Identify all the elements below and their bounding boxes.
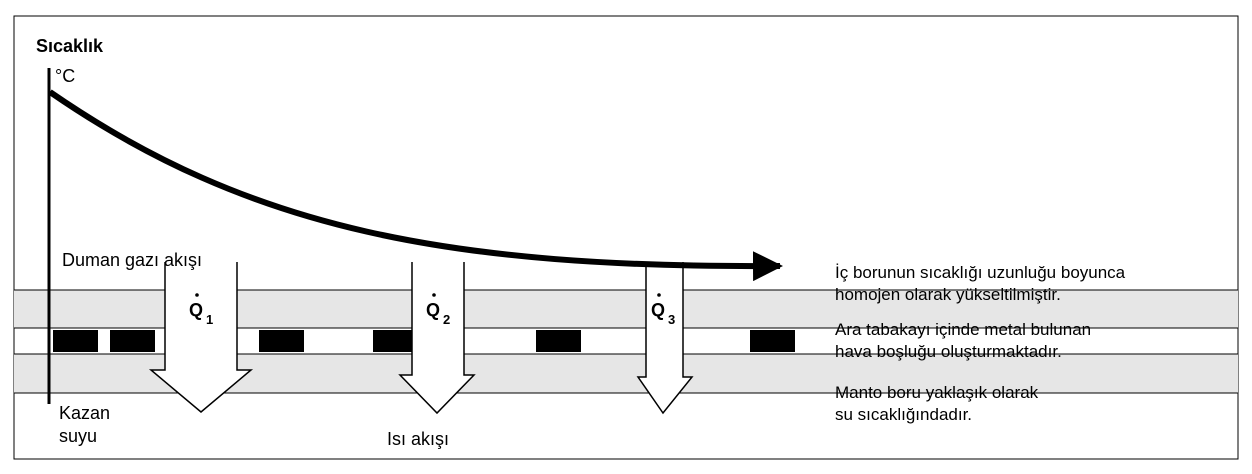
metal-block: [536, 330, 581, 352]
axis-unit: °C: [55, 66, 75, 86]
q3-dot: [657, 293, 661, 297]
axis-title: Sıcaklık: [36, 36, 104, 56]
heat-flow-label: Isı akışı: [387, 429, 449, 449]
heat-flow-arrow-2: [398, 262, 476, 415]
boiler-water-label-line1: Kazan: [59, 403, 110, 423]
heat-flow-arrow-1: [148, 262, 254, 413]
q1-dot: [195, 293, 199, 297]
flue-gas-flow-label: Duman gazı akışı: [62, 250, 202, 270]
q1-symbol: Q: [189, 300, 203, 320]
heat-quantity-q1: Q 1: [189, 293, 213, 327]
heat-quantity-q2: Q 2: [426, 293, 450, 327]
heat-quantity-q3: Q 3: [651, 293, 675, 327]
q2-dot: [432, 293, 436, 297]
metal-block: [259, 330, 304, 352]
heat-flow-arrow-3: [636, 262, 694, 415]
q3-symbol: Q: [651, 300, 665, 320]
q2-symbol: Q: [426, 300, 440, 320]
inner-pipe-note-line2: homojen olarak yükseltilmiştir.: [835, 285, 1061, 304]
q3-subscript: 3: [668, 312, 675, 327]
metal-block: [750, 330, 795, 352]
q1-subscript: 1: [206, 312, 213, 327]
intermediate-note-line1: Ara tabakayı içinde metal bulunan: [835, 320, 1091, 339]
inner-pipe-note-line1: İç borunun sıcaklığı uzunluğu boyunca: [835, 263, 1126, 282]
metal-block: [53, 330, 98, 352]
temperature-curve: [48, 89, 783, 282]
metal-block: [373, 330, 418, 352]
boiler-water-label-line2: suyu: [59, 426, 97, 446]
intermediate-note-line2: hava boşluğu oluşturmaktadır.: [835, 342, 1062, 361]
q2-subscript: 2: [443, 312, 450, 327]
metal-block: [110, 330, 155, 352]
jacket-note-line2: su sıcaklığındadır.: [835, 405, 972, 424]
jacket-note-line1: Manto boru yaklaşık olarak: [835, 383, 1039, 402]
